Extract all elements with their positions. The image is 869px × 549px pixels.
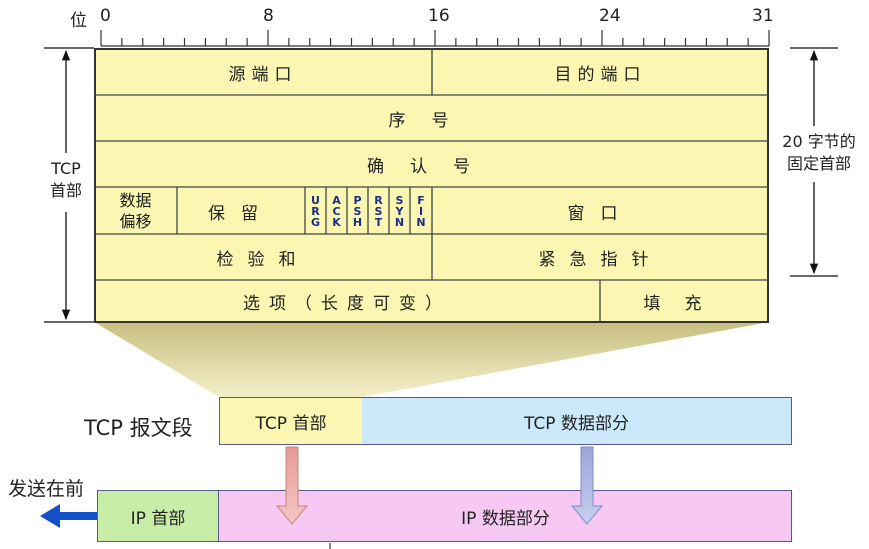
flag-ack: A C K — [326, 189, 347, 234]
flag-ack-char-1: A — [332, 194, 341, 207]
flag-syn: S Y N — [389, 189, 410, 234]
tcp-header-box: TCP 首部 — [220, 398, 362, 444]
bit-ruler: 位 0 8 16 24 31 — [0, 0, 869, 47]
padding-field: 填充 — [643, 293, 726, 314]
tcp-header-side-label-2: 首部 — [49, 181, 82, 200]
flag-fin-char-1: F — [417, 194, 425, 207]
tcp-data-box: TCP 数据部分 — [524, 413, 629, 434]
flag-syn-char-3: N — [394, 216, 405, 229]
data-offset-label-1: 数据 — [119, 191, 152, 210]
flag-urg-char-1: U — [311, 194, 320, 207]
flag-urg-char-3: G — [310, 216, 321, 229]
ruler-tick-0: 0 — [100, 6, 111, 26]
tcp-header-down-arrow — [275, 446, 309, 525]
fixed-header-side-label: 20 字节的 固定首部 — [772, 131, 866, 175]
destination-port-field: 目的端口 — [554, 65, 647, 85]
ruler-tick-24: 24 — [599, 6, 621, 26]
flag-syn-char-1: S — [395, 194, 404, 207]
flag-fin-char-3: N — [416, 216, 426, 229]
flag-rst-char-3: T — [374, 216, 383, 229]
ruler-tick-8: 8 — [263, 6, 274, 26]
flag-psh-char-1: P — [353, 194, 362, 207]
ruler-tick-16: 16 — [428, 6, 450, 26]
data-offset-label-2: 偏移 — [119, 212, 152, 231]
data-offset-field: 数据 偏移 — [94, 188, 177, 234]
flag-fin-char-2: I — [418, 205, 424, 218]
flag-psh-char-2: S — [353, 205, 362, 218]
tcp-header-side-label: TCP 首部 — [36, 158, 96, 202]
send-first-label: 发送在前 — [8, 478, 85, 500]
ip-header-box: IP 首部 — [98, 491, 219, 541]
flag-urg: U R G — [305, 189, 326, 234]
ruler-tick-31: 31 — [752, 6, 774, 26]
options-field: 选项（长度可变） — [243, 293, 451, 314]
flag-ack-char-3: K — [332, 216, 341, 229]
flag-rst-char-2: S — [374, 205, 383, 218]
ip-data-box: IP 数据部分 — [461, 508, 550, 529]
flag-fin: F I N — [410, 189, 432, 234]
flag-syn-char-2: Y — [395, 205, 404, 218]
tcp-header-side-label-1: TCP — [51, 159, 81, 178]
ack-number-field: 确认号 — [367, 157, 496, 177]
ruler-label: 位 — [70, 11, 87, 31]
reserved-field: 保留 — [208, 203, 274, 224]
send-first-arrow — [40, 504, 97, 528]
tcp-data-down-arrow — [570, 446, 604, 525]
source-port-field: 源端口 — [228, 65, 298, 85]
flag-rst-char-1: R — [374, 194, 383, 207]
sequence-number-field: 序号 — [388, 111, 475, 131]
flag-ack-char-2: C — [332, 205, 341, 218]
urgent-pointer-field: 紧急指针 — [538, 250, 663, 270]
flag-psh: P S H — [347, 189, 368, 234]
window-field: 窗口 — [567, 203, 634, 224]
flag-urg-char-2: R — [311, 205, 320, 218]
fixed-header-side-label-1: 20 字节的 — [782, 132, 856, 151]
ruler-ticks — [100, 30, 770, 47]
fixed-header-side-label-2: 固定首部 — [786, 154, 851, 173]
flag-rst: R S T — [368, 189, 389, 234]
tcp-segment-label: TCP 报文段 — [84, 416, 193, 440]
flag-psh-char-3: H — [352, 216, 363, 229]
checksum-field: 检验和 — [216, 250, 310, 270]
